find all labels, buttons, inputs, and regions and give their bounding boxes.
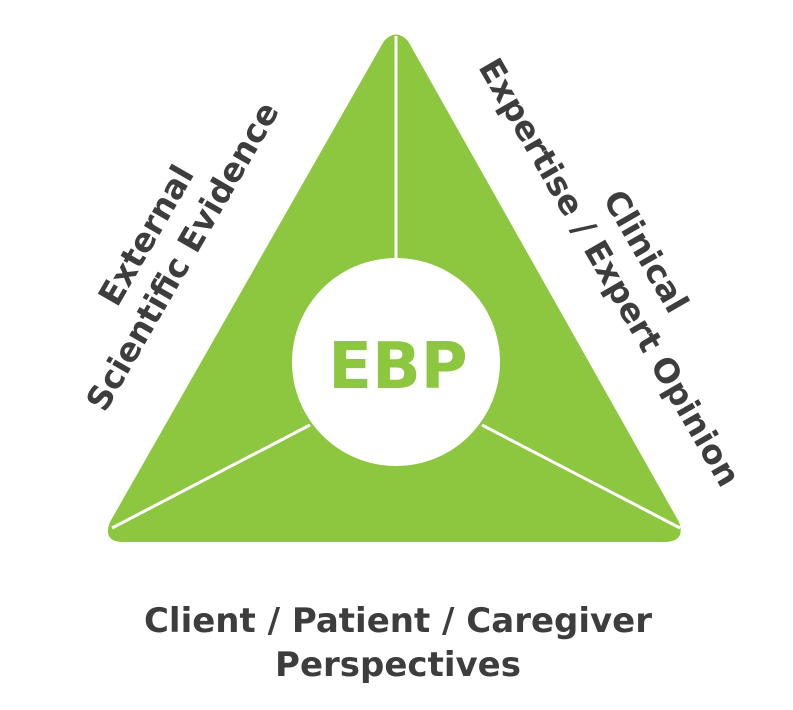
center-circle [292, 258, 500, 466]
divider-bottom-left [111, 423, 311, 530]
bottom-label-line1: Client / Patient / Caregiver [144, 601, 652, 641]
center-label: EBP [328, 330, 467, 404]
bottom-label-line2: Perspectives [275, 645, 521, 685]
divider-bottom-right [481, 423, 681, 530]
